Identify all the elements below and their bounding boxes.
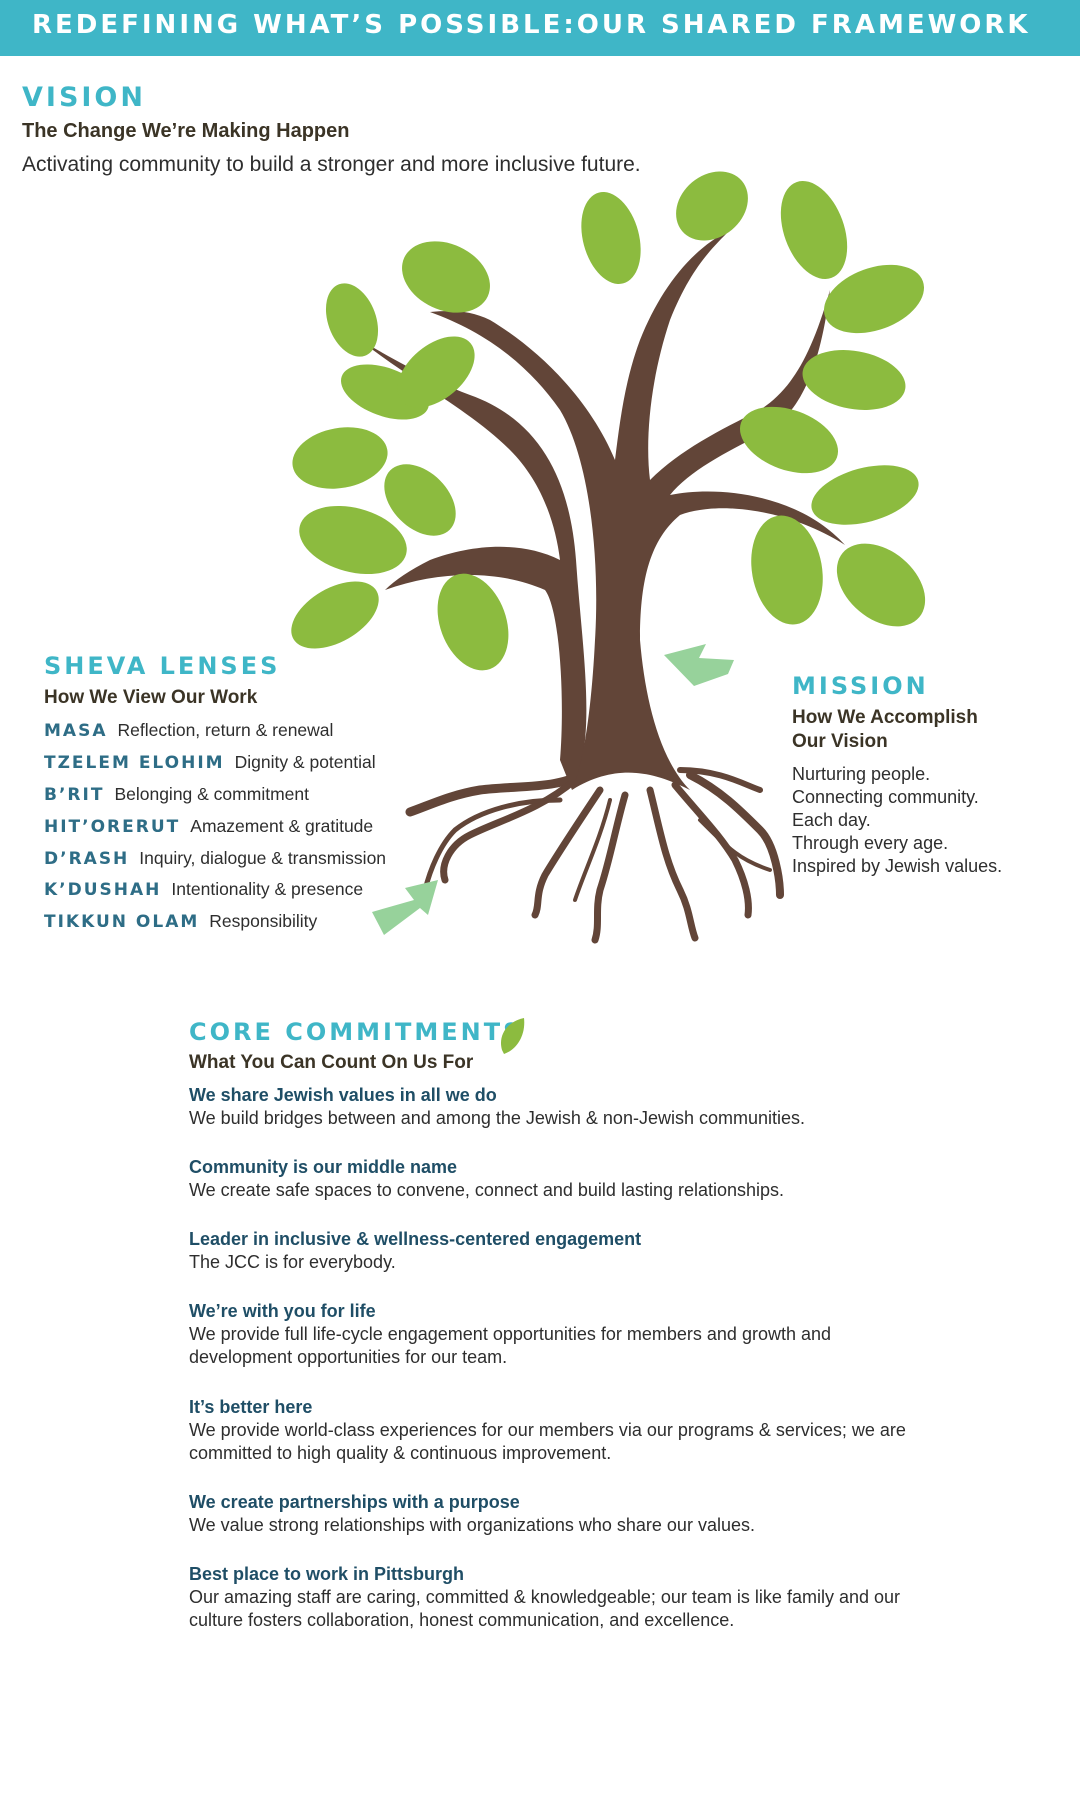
lens-description: Reflection, return & renewal <box>117 720 334 740</box>
lens-item: TZELEM ELOHIM Dignity & potential <box>44 752 376 773</box>
lens-name: TIKKUN OLAM <box>44 912 200 932</box>
commitment-text: The JCC is for everybody. <box>189 1252 396 1272</box>
lens-item: B’RIT Belonging & commitment <box>44 784 309 805</box>
commitment-item: We share Jewish values in all we do We b… <box>189 1084 909 1130</box>
commitment-title: We create partnerships with a purpose <box>189 1492 520 1512</box>
sheva-subheading: How We View Our Work <box>44 687 258 708</box>
mission-line: Connecting community. <box>792 787 979 807</box>
commitment-title: Leader in inclusive & wellness-centered … <box>189 1229 642 1249</box>
mission-line: Inspired by Jewish values. <box>792 856 1003 876</box>
commitment-text: We provide world-class experiences for o… <box>189 1420 906 1463</box>
lens-name: MASA <box>44 721 108 741</box>
lens-name: K’DUSHAH <box>44 880 162 900</box>
commitment-text: We provide full life-cycle engagement op… <box>189 1324 832 1367</box>
commitment-item: Community is our middle name We create s… <box>189 1156 909 1202</box>
tree-roots <box>405 765 784 944</box>
commitment-text: We build bridges between and among the J… <box>189 1108 805 1128</box>
commitment-item: Leader in inclusive & wellness-centered … <box>189 1228 909 1274</box>
lens-description: Responsibility <box>209 911 318 931</box>
commitment-title: Community is our middle name <box>189 1157 458 1177</box>
commitment-title: It’s better here <box>189 1397 313 1417</box>
lens-description: Intentionality & presence <box>171 879 364 899</box>
page-title: REDEFINING WHAT’S POSSIBLE:OUR SHARED FR… <box>32 10 1031 40</box>
mission-statement: Nurturing people. Connecting community. … <box>792 763 1002 878</box>
tree-leaves <box>291 171 926 671</box>
mission-line: Each day. <box>792 810 871 830</box>
lens-item: D’RASH Inquiry, dialogue & transmission <box>44 848 386 869</box>
commitment-item: We create partnerships with a purpose We… <box>189 1491 909 1537</box>
commitment-title: We share Jewish values in all we do <box>189 1085 497 1105</box>
commitment-item: We’re with you for life We provide full … <box>189 1300 909 1369</box>
lens-item: HIT’ORERUT Amazement & gratitude <box>44 816 373 837</box>
lens-name: D’RASH <box>44 849 130 869</box>
core-heading: CORE COMMITMENTS <box>189 1018 524 1046</box>
commitment-title: Best place to work in Pittsburgh <box>189 1564 465 1584</box>
header-banner: REDEFINING WHAT’S POSSIBLE:OUR SHARED FR… <box>0 0 1080 56</box>
lens-name: TZELEM ELOHIM <box>44 753 225 773</box>
lens-name: B’RIT <box>44 785 105 805</box>
vision-heading: VISION <box>22 82 146 113</box>
lens-description: Belonging & commitment <box>114 784 309 804</box>
lens-name: HIT’ORERUT <box>44 817 181 837</box>
lens-item: TIKKUN OLAM Responsibility <box>44 911 317 932</box>
core-subheading: What You Can Count On Us For <box>189 1052 474 1073</box>
leaf-icon <box>500 1018 525 1054</box>
lens-item: MASA Reflection, return & renewal <box>44 720 333 741</box>
lens-description: Inquiry, dialogue & transmission <box>139 848 387 868</box>
commitment-text: Our amazing staff are caring, committed … <box>189 1587 900 1630</box>
lens-item: K’DUSHAH Intentionality & presence <box>44 879 363 900</box>
vision-text: Activating community to build a stronger… <box>22 153 641 176</box>
mission-line: Nurturing people. <box>792 764 931 784</box>
tree-illustration <box>291 171 926 944</box>
arrow-icon <box>664 644 734 686</box>
tree-trunk <box>360 230 845 790</box>
arrow-icon <box>372 880 438 935</box>
sheva-heading: SHEVA LENSES <box>44 652 281 680</box>
mission-heading: MISSION <box>792 672 929 700</box>
vision-subheading: The Change We’re Making Happen <box>22 120 350 142</box>
commitment-text: We value strong relationships with organ… <box>189 1515 755 1535</box>
commitment-title: We’re with you for life <box>189 1301 376 1321</box>
mission-line: Through every age. <box>792 833 949 853</box>
lens-description: Dignity & potential <box>234 752 376 772</box>
mission-subheading: How We Accomplish Our Vision <box>792 707 978 752</box>
commitment-item: It’s better here We provide world-class … <box>189 1396 909 1465</box>
lens-description: Amazement & gratitude <box>190 816 374 836</box>
commitment-item: Best place to work in Pittsburgh Our ama… <box>189 1563 909 1632</box>
commitment-text: We create safe spaces to convene, connec… <box>189 1180 785 1200</box>
